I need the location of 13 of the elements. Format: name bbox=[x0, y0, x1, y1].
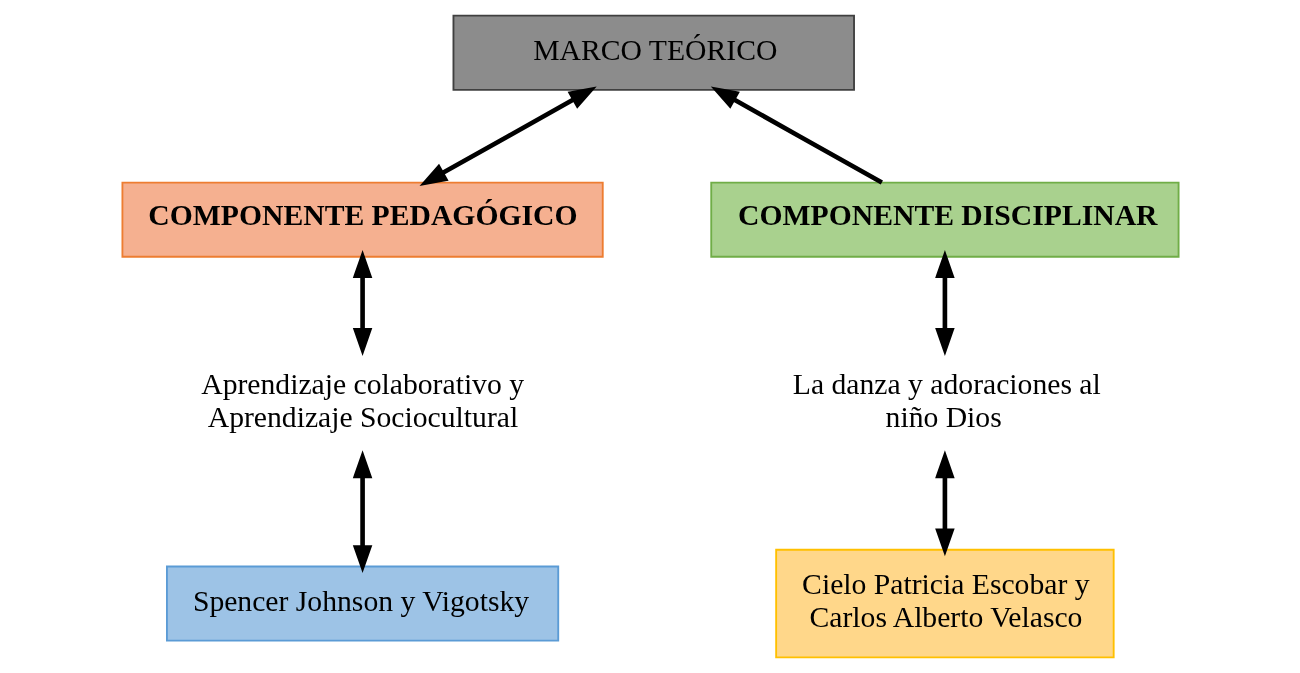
node-box: COMPONENTE PEDAGÓGICO bbox=[121, 181, 604, 258]
node-text: Aprendizaje colaborativo y Aprendizaje Sociocultural bbox=[200, 367, 524, 433]
arrow bbox=[352, 250, 372, 356]
node-box: Spencer Johnson y Vigotsky bbox=[165, 565, 559, 642]
arrow bbox=[710, 86, 883, 185]
arrow bbox=[352, 450, 372, 574]
arrow bbox=[419, 86, 597, 186]
arrow bbox=[934, 450, 955, 557]
node-box: COMPONENTE DISCIPLINAR bbox=[709, 181, 1179, 258]
node-box: MARCO TEÓRICO bbox=[452, 14, 855, 91]
node-text: La danza y adoraciones al niño Dios bbox=[792, 367, 1101, 433]
node-box: Cielo Patricia Escobar y Carlos Alberto Velasco bbox=[774, 548, 1115, 659]
arrow bbox=[934, 250, 955, 356]
